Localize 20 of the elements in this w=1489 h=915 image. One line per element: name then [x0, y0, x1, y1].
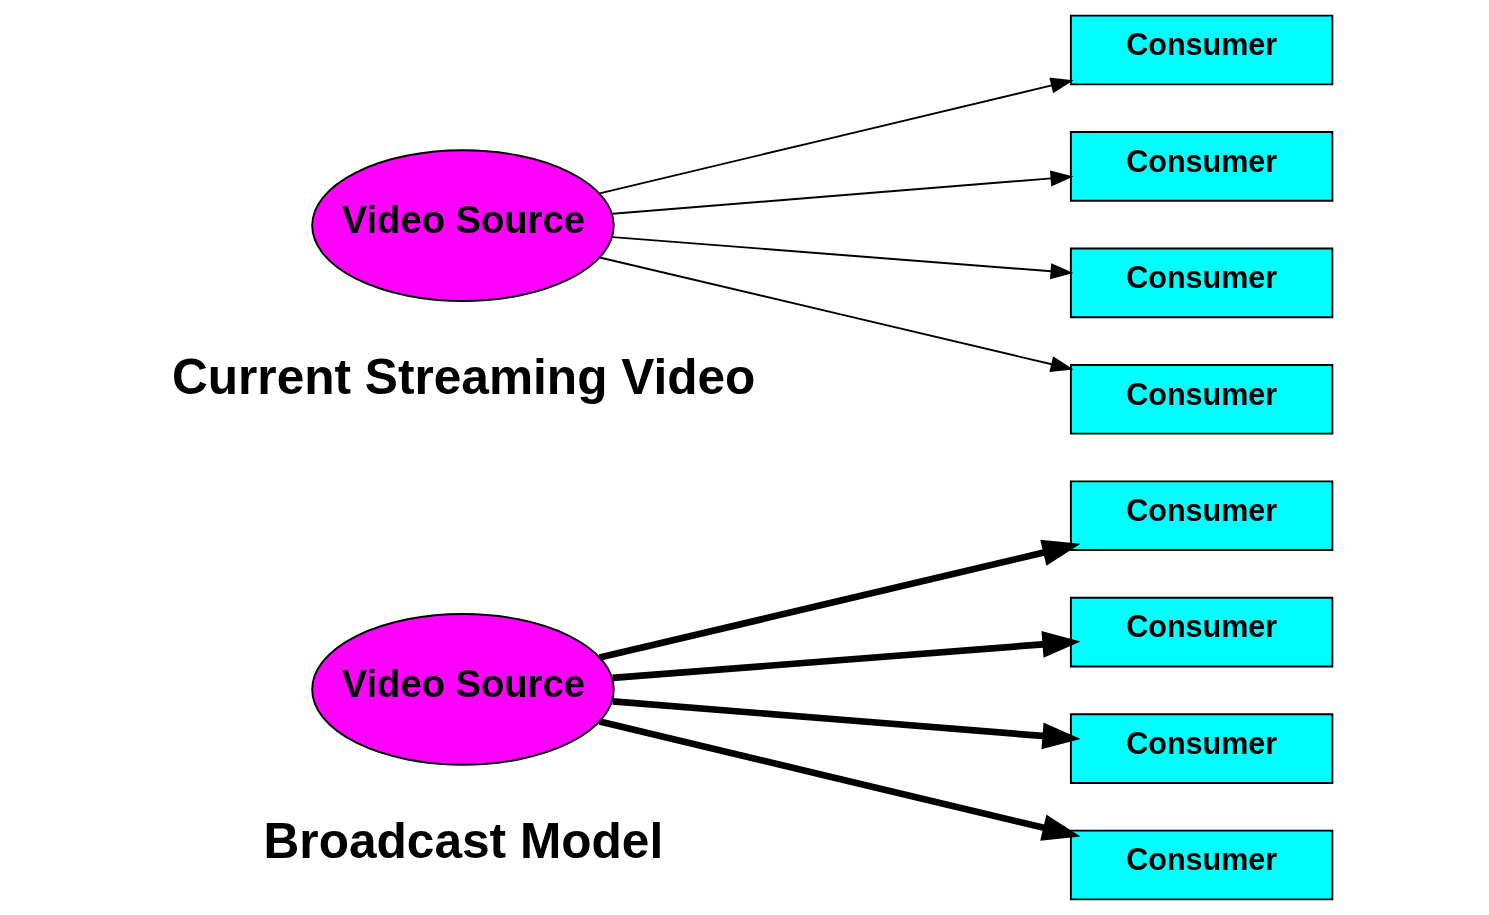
arrow — [611, 236, 1074, 280]
node-box: Consumer — [1069, 713, 1334, 784]
node-box: Consumer — [1069, 363, 1334, 435]
node-box: Consumer — [1069, 596, 1334, 668]
arrow — [598, 256, 1074, 372]
arrow — [612, 698, 1081, 750]
node-ellipse: Video Source — [311, 613, 615, 766]
node-box: Consumer — [1069, 14, 1334, 86]
arrow — [611, 170, 1074, 215]
arrow — [612, 631, 1081, 682]
node-box: Consumer — [1069, 247, 1334, 319]
arrow — [598, 77, 1074, 195]
label: Broadcast Model — [263, 812, 664, 869]
node-box: Consumer — [1069, 829, 1334, 901]
arrow — [598, 539, 1081, 661]
node-ellipse: Video Source — [311, 149, 615, 302]
node-box: Consumer — [1069, 480, 1334, 552]
label: Current Streaming Video — [171, 349, 756, 406]
node-box: Consumer — [1069, 131, 1334, 202]
arrow — [598, 718, 1081, 841]
